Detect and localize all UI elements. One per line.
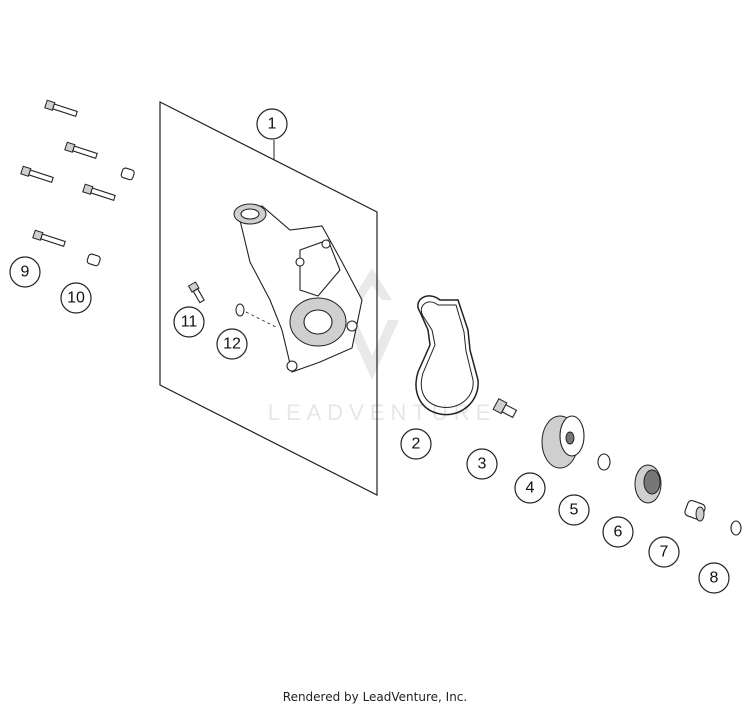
callout-6: 6 (602, 516, 634, 548)
callout-11: 11 (173, 306, 205, 338)
svg-text:10: 10 (67, 290, 85, 307)
svg-text:2: 2 (412, 436, 421, 453)
svg-text:4: 4 (526, 480, 535, 497)
svg-text:3: 3 (478, 456, 487, 473)
callout-7: 7 (648, 536, 680, 568)
oring-5 (597, 453, 611, 471)
bolt-group-9 (20, 99, 116, 247)
svg-text:6: 6 (614, 524, 623, 541)
bushing-7 (684, 499, 706, 522)
pump-housing (233, 203, 363, 373)
sleeve-group-10 (86, 167, 135, 267)
svg-text:9: 9 (21, 264, 30, 281)
svg-text:12: 12 (223, 336, 241, 353)
svg-text:5: 5 (570, 502, 579, 519)
bolt-3 (492, 398, 518, 419)
gasket-2 (415, 295, 479, 416)
watermark: LEADVENTURE (268, 268, 497, 425)
callout-1: 1 (256, 108, 288, 140)
watermark-text: LEADVENTURE (268, 400, 497, 425)
svg-text:7: 7 (660, 544, 669, 561)
callout-5: 5 (558, 494, 590, 526)
svg-text:1: 1 (268, 116, 277, 133)
footer-credit: Rendered by LeadVenture, Inc. (282, 690, 468, 704)
callout-3: 3 (466, 448, 498, 480)
callout-12: 12 (216, 328, 248, 360)
washer-12 (235, 303, 245, 317)
callout-4: 4 (514, 472, 546, 504)
callout-9: 9 (9, 256, 41, 288)
svg-text:8: 8 (710, 570, 719, 587)
circlip-8 (730, 520, 742, 536)
callout-8: 8 (698, 562, 730, 594)
impeller-4 (541, 415, 585, 469)
assembly-frame (159, 101, 378, 496)
callout-10: 10 (60, 282, 92, 314)
svg-text:11: 11 (181, 314, 198, 331)
watermark-logo-icon (352, 268, 392, 300)
seal-6 (634, 464, 662, 504)
screw-11 (187, 281, 205, 304)
callout-2: 2 (400, 428, 432, 460)
